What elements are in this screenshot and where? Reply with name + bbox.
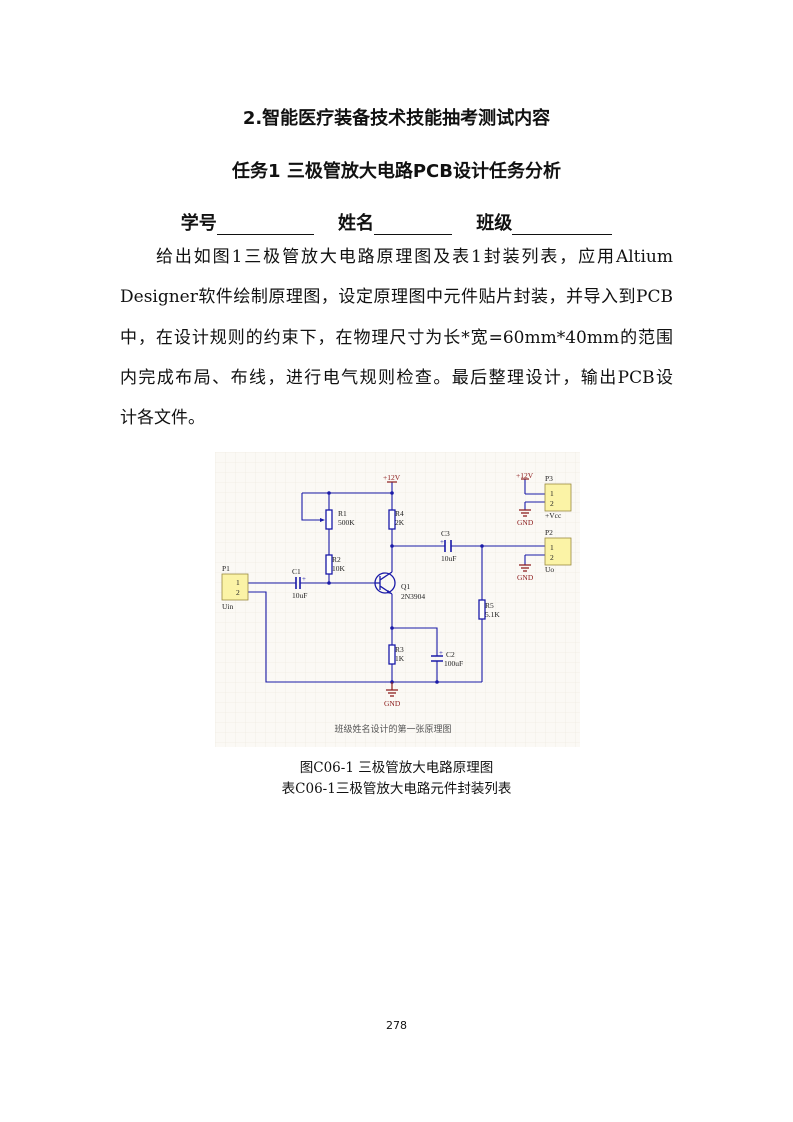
page-number: 278 bbox=[386, 1019, 407, 1032]
p3-gnd-label: GND bbox=[517, 518, 534, 527]
c1-ref: C1 bbox=[292, 567, 301, 576]
c3-ref: C3 bbox=[441, 529, 450, 538]
wires bbox=[248, 479, 545, 683]
c2-value: 100uF bbox=[444, 659, 463, 668]
r3-value: 1K bbox=[395, 654, 405, 663]
r2-body bbox=[325, 554, 333, 575]
p3-box bbox=[544, 483, 572, 512]
student-id-label: 学号 bbox=[180, 213, 217, 234]
c3-plates bbox=[444, 540, 452, 552]
paragraph-line: Designer软件绘制原理图，设定原理图中元件贴片封装，并导入到PCB bbox=[120, 287, 673, 308]
class-blank bbox=[512, 216, 613, 235]
student-name-label: 姓名 bbox=[338, 213, 374, 234]
r4-value: 2K bbox=[395, 518, 405, 527]
p2-gnd-symbol bbox=[519, 564, 531, 572]
emitter-arrow bbox=[386, 590, 392, 594]
paragraph-line: 中，在设计规则的约束下，在物理尺寸为长*宽=60mm*40mm的范围 bbox=[120, 327, 673, 348]
p2-pin1: 1 bbox=[550, 543, 554, 552]
r3-body bbox=[388, 644, 396, 665]
r3-ref: R3 bbox=[395, 645, 404, 654]
schematic-grid bbox=[215, 452, 580, 747]
task-title: 任务1 三极管放大电路PCB设计任务分析 bbox=[232, 161, 561, 182]
r2-value: 10K bbox=[332, 564, 346, 573]
r1-body bbox=[325, 509, 333, 530]
c2-ref: C2 bbox=[446, 650, 455, 659]
r5-ref: R5 bbox=[485, 601, 494, 610]
p1-name: Uin bbox=[222, 602, 234, 611]
paragraph-line: 内完成布局、布线，进行电气规则检查。最后整理设计，输出PCB设 bbox=[120, 367, 673, 388]
gnd-symbol bbox=[386, 682, 398, 697]
svg-text:+: + bbox=[440, 538, 444, 546]
svg-text:+: + bbox=[302, 575, 306, 583]
capacitors bbox=[295, 540, 452, 662]
r4-ref: R4 bbox=[395, 509, 404, 518]
student-info-line: 学号 姓名 班级 bbox=[0, 209, 793, 235]
r1-value: 500K bbox=[338, 518, 355, 527]
schematic-figure: +++ P1 1 2 Uin P3 1 2 +Vcc P2 1 2 Uo R1 … bbox=[215, 452, 580, 747]
c2-plates bbox=[431, 655, 443, 662]
c1-value: 10uF bbox=[292, 591, 307, 600]
paragraph-line: 给出如图1三极管放大电路原理图及表1封装列表，应用Altium bbox=[156, 247, 673, 267]
p2-ref: P2 bbox=[545, 528, 553, 537]
q1-value: 2N3904 bbox=[401, 592, 425, 601]
p3-pin1: 1 bbox=[550, 489, 554, 498]
student-name-blank bbox=[374, 216, 452, 235]
p2-pin2: 2 bbox=[550, 553, 554, 562]
junction-dots bbox=[327, 491, 484, 684]
svg-text:+: + bbox=[439, 649, 443, 657]
p3-vcc-label: +12V bbox=[516, 471, 534, 480]
r5-value: 5.1K bbox=[485, 610, 500, 619]
task-description: 给出如图1三极管放大电路原理图及表1封装列表，应用Altium Designer… bbox=[120, 242, 673, 443]
schematic-caption: 班级姓名设计的第一张原理图 bbox=[334, 723, 451, 734]
r2-ref: R2 bbox=[332, 555, 341, 564]
transistor-q1 bbox=[374, 571, 396, 595]
p1-ref: P1 bbox=[222, 564, 230, 573]
section-title: 2.智能医疗装备技术技能抽考测试内容 bbox=[242, 108, 551, 129]
r4-body bbox=[388, 509, 396, 530]
vcc-label: +12V bbox=[383, 473, 401, 482]
c3-value: 10uF bbox=[441, 554, 456, 563]
p1-pin2: 2 bbox=[236, 588, 240, 597]
p3-pin2: 2 bbox=[550, 499, 554, 508]
student-id-blank bbox=[216, 216, 314, 235]
connectors bbox=[221, 483, 572, 601]
c1-plates bbox=[295, 577, 301, 589]
p3-gnd-symbol bbox=[519, 509, 531, 517]
capacitor-polarity: + + + bbox=[302, 538, 444, 657]
r1-wiper-arrow bbox=[320, 518, 325, 522]
resistors bbox=[325, 509, 486, 665]
p2-gnd-label: GND bbox=[517, 573, 534, 582]
p1-box bbox=[221, 573, 249, 601]
q1-ref: Q1 bbox=[401, 582, 410, 591]
r1-ref: R1 bbox=[338, 509, 347, 518]
class-label: 班级 bbox=[476, 213, 513, 234]
p3-name: +Vcc bbox=[545, 511, 562, 520]
gnd-label: GND bbox=[384, 699, 401, 708]
p1-pin1: 1 bbox=[236, 578, 240, 587]
p2-box bbox=[544, 537, 572, 566]
p2-name: Uo bbox=[545, 565, 554, 574]
power-symbols bbox=[386, 478, 531, 697]
r5-body bbox=[478, 599, 486, 620]
p3-ref: P3 bbox=[545, 474, 553, 483]
table-caption: 表C06-1三极管放大电路元件封装列表 bbox=[281, 781, 512, 797]
paragraph-line: 计各文件。 bbox=[120, 408, 205, 429]
figure-caption: 图C06-1 三极管放大电路原理图 bbox=[299, 760, 494, 776]
